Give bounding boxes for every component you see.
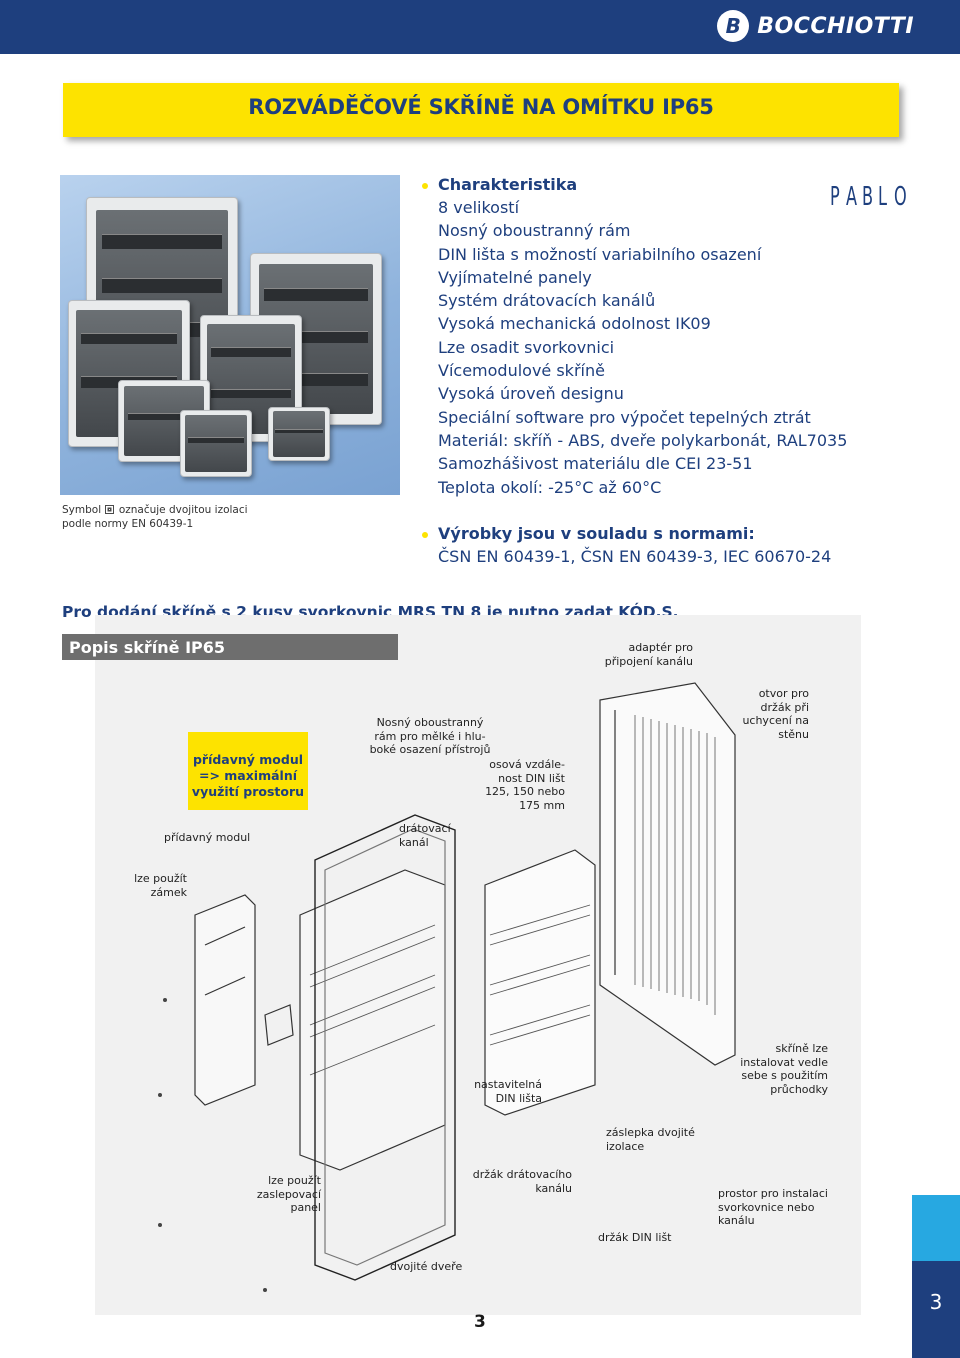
section-heading: Popis skříně IP65 — [62, 634, 398, 660]
title-banner: ROZVÁDĚČOVÉ SKŘÍNĚ NA OMÍTKU IP65 — [63, 83, 899, 137]
label-double-door: dvojité dveře — [390, 1260, 463, 1273]
list-item: Vysoká mechanická odolnost IK09 — [438, 314, 711, 334]
bocchiotti-logo: B BOCCHIOTTI — [717, 10, 914, 42]
page-title: ROZVÁDĚČOVÉ SKŘÍNĚ NA OMÍTKU IP65 — [248, 95, 714, 119]
list-item: Speciální software pro výpočet tepelných… — [438, 407, 811, 427]
enclosure-drawing — [158, 682, 736, 1292]
list-item: Materiál: skříň - ABS, dveře polykarboná… — [438, 430, 848, 450]
norms-heading: Výrobky jsou v souladu s normami: — [422, 523, 831, 545]
list-item: Samozhášivost materiálu dle CEI 23-51 — [438, 454, 753, 474]
characteristics-heading: Charakteristika — [422, 174, 842, 196]
page-number: 3 — [474, 1312, 486, 1332]
characteristics-list: 8 velikostí Nosný oboustranný rám DIN li… — [422, 196, 848, 499]
norms-block: Výrobky jsou v souladu s normami: ČSN EN… — [422, 523, 831, 568]
list-item: 8 velikostí — [438, 198, 520, 217]
label-module: přídavný modul — [164, 831, 251, 844]
product-photo — [60, 175, 400, 495]
norms-text: ČSN EN 60439-1, ČSN EN 60439-3, IEC 6067… — [438, 547, 832, 566]
brand-mark-icon: B — [717, 10, 750, 42]
list-item: Vícemodulové skříně — [438, 361, 605, 381]
list-item: Systém drátovacích kanálů — [438, 291, 656, 311]
double-insulation-note: Symbol označuje dvojitou izolaci podle n… — [62, 504, 248, 530]
list-item: Nosný oboustranný rám — [438, 221, 631, 241]
list-item: Lze osadit svorkovnici — [438, 337, 615, 357]
list-item: Vyjímatelné panely — [438, 267, 592, 287]
top-header-bar: B BOCCHIOTTI — [0, 0, 960, 54]
list-item: Teplota okolí: -25°C až 60°C — [438, 477, 662, 497]
brand-name: BOCCHIOTTI — [757, 13, 914, 39]
characteristics-block: Charakteristika 8 velikostí Nosný oboust… — [422, 174, 848, 499]
list-item: DIN lišta s možností variabilního osazen… — [438, 244, 762, 264]
chapter-tab: 3 — [912, 1195, 960, 1358]
chapter-number: 3 — [929, 1290, 943, 1314]
double-insulation-icon — [105, 505, 115, 514]
list-item: Vysoká úroveň designu — [438, 384, 624, 404]
label-din-holder: držák DIN lišt — [598, 1231, 672, 1244]
